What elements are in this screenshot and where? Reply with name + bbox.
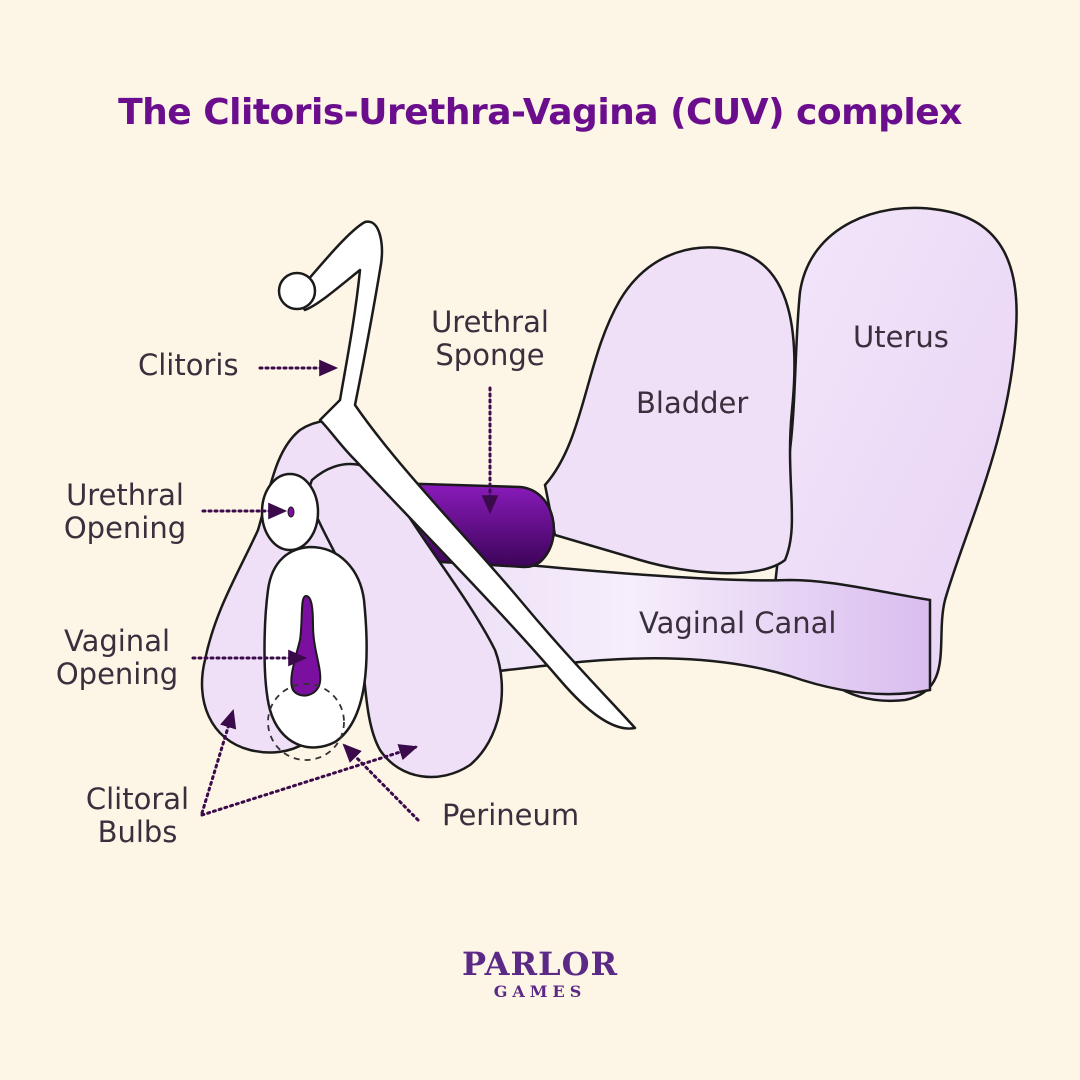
logo-subtitle: GAMES <box>493 982 587 1001</box>
clitoral-bulbs-leader-left <box>200 708 237 815</box>
urethral-opening-label: Urethral Opening <box>50 479 200 545</box>
urethral-sponge-label-line2: Sponge <box>435 338 545 372</box>
urethral-sponge-label-line1: Urethral <box>431 305 549 339</box>
logo-wordmark: PARLOR <box>461 945 619 983</box>
bladder-shape <box>543 246 796 575</box>
urethral-opening-dot <box>287 506 295 518</box>
perineum-dashed-circle <box>267 683 345 761</box>
page-title: The Clitoris-Urethra-Vagina (CUV) comple… <box>118 92 962 133</box>
vaginal-opening-label: Vaginal Opening <box>42 625 192 691</box>
perineum-label: Perineum <box>442 798 580 832</box>
clitoris-label: Clitoris <box>138 348 239 382</box>
uterus-label: Uterus <box>853 320 949 354</box>
clitoral-bulbs-label-line2: Bulbs <box>97 815 178 849</box>
vaginal-opening-slit <box>290 594 322 697</box>
parlor-games-logo: PARLOR GAMES <box>440 946 640 1002</box>
clitoral-bulbs-label: Clitoral Bulbs <box>70 783 205 849</box>
bladder-label: Bladder <box>636 386 749 420</box>
urethral-sponge-label: Urethral Sponge <box>420 306 560 372</box>
urethral-opening-label-line2: Opening <box>63 511 187 545</box>
vaginal-canal-label: Vaginal Canal <box>639 606 837 640</box>
clitoris-shape <box>293 220 637 730</box>
vaginal-opening-label-line1: Vaginal <box>63 624 171 658</box>
clitoral-bulbs-leader-right <box>200 744 419 817</box>
urethral-opening-label-line1: Urethral <box>66 478 184 512</box>
clitoris-glans <box>277 271 317 311</box>
perineum-leader <box>342 743 420 822</box>
vaginal-opening-label-line2: Opening <box>55 657 179 691</box>
clitoral-bulbs-label-line1: Clitoral <box>85 782 190 816</box>
